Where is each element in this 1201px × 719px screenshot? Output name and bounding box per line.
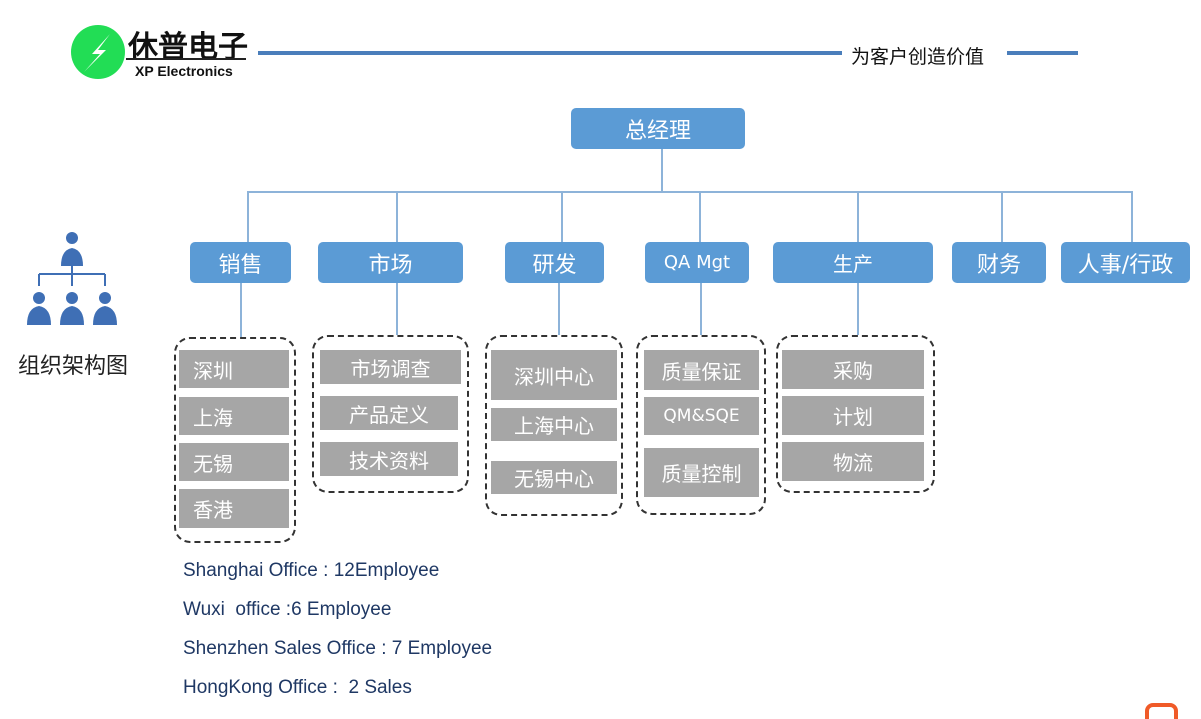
brand-divider (126, 58, 246, 60)
list-item: 市场调查 (320, 350, 461, 384)
connector (247, 191, 249, 242)
connector (1001, 191, 1003, 242)
office-note: Shenzhen Sales Office : 7 Employee (183, 638, 493, 659)
office-note: HongKong Office : 2 Sales (183, 677, 412, 698)
list-item: 香港 (179, 489, 289, 528)
root-node: 总经理 (571, 108, 745, 149)
lightning-logo-icon (71, 25, 125, 79)
group-rnd (485, 335, 623, 516)
group-qa (636, 335, 766, 515)
org-chart-title: 组织架构图 (18, 354, 129, 379)
connector (661, 149, 663, 191)
connector (396, 191, 398, 242)
connector (240, 283, 242, 337)
connector (561, 191, 563, 242)
dept-production: 生产 (773, 242, 933, 283)
list-item: 无锡 (179, 443, 289, 481)
connector (857, 191, 859, 242)
header-line-right (1007, 51, 1078, 55)
dept-sales: 销售 (190, 242, 291, 283)
org-people-icon (27, 232, 117, 325)
list-item: 技术资料 (320, 442, 458, 476)
connector (700, 283, 702, 335)
connector (396, 283, 398, 335)
group-marketing (312, 335, 469, 493)
dept-finance: 财务 (952, 242, 1046, 283)
dept-hr-admin: 人事/行政 (1061, 242, 1190, 283)
group-production (776, 335, 935, 493)
list-item: 采购 (782, 350, 924, 389)
list-item: 产品定义 (320, 396, 458, 430)
dept-qa: QA Mgt (645, 242, 749, 283)
list-item: 质量保证 (644, 350, 759, 390)
connector (857, 283, 859, 335)
list-item: 质量控制 (644, 448, 759, 497)
connector (247, 191, 1133, 193)
list-item: 物流 (782, 442, 924, 481)
corner-decoration (1145, 703, 1178, 719)
brand-en: XP Electronics (135, 63, 233, 79)
office-note: Shanghai Office : 12Employee (183, 560, 440, 581)
dept-rnd: 研发 (505, 242, 604, 283)
list-item: 上海中心 (491, 408, 617, 441)
header-line-left (258, 51, 842, 55)
list-item: QM&SQE (644, 397, 759, 435)
list-item: 上海 (179, 397, 289, 435)
list-item: 无锡中心 (491, 461, 617, 494)
slogan: 为客户创造价值 (851, 46, 985, 68)
office-note: Wuxi office :6 Employee (183, 599, 392, 620)
list-item: 计划 (782, 396, 924, 435)
group-sales (174, 337, 296, 543)
connector (699, 191, 701, 242)
dept-marketing: 市场 (318, 242, 463, 283)
connector (558, 283, 560, 335)
list-item: 深圳中心 (491, 350, 617, 400)
connector (1131, 191, 1133, 242)
list-item: 深圳 (179, 350, 289, 388)
